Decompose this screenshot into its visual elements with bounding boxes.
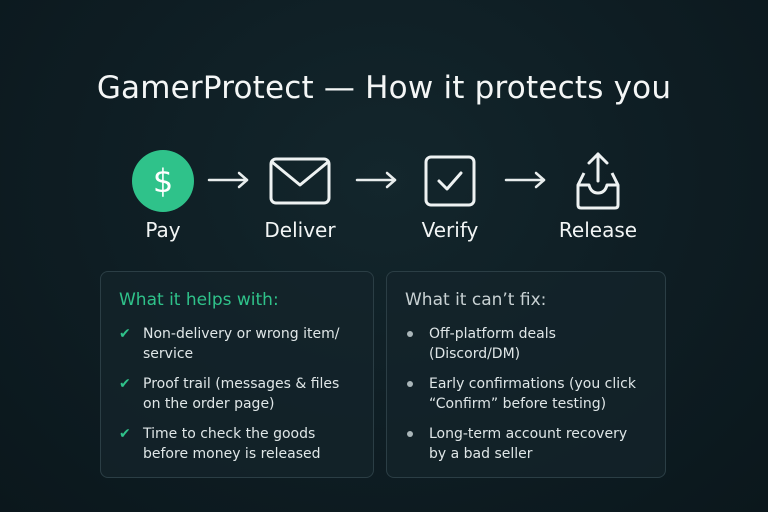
- bullet-dot-icon: [407, 331, 413, 337]
- dollar-glyph: $: [153, 162, 173, 200]
- step-label-pay: Pay: [145, 218, 181, 242]
- list-item-text: Proof trail (messages & files on the ord…: [143, 376, 340, 412]
- list-item-text: Long-term account recovery by a bad sell…: [429, 426, 628, 462]
- bullet-dot-icon: [407, 431, 413, 437]
- bullet-dot-icon: [407, 381, 413, 387]
- page-title: GamerProtect — How it protects you: [96, 70, 672, 106]
- step-verify: Verify: [390, 148, 510, 242]
- list-item: Off-platform deals (Discord/DM): [405, 324, 647, 364]
- checkmark-icon: ✔: [119, 426, 131, 442]
- cant-fix-card: What it can’t fix: Off-platform deals (D…: [386, 271, 666, 478]
- helps-with-card: What it helps with: ✔ Non-delivery or wr…: [100, 271, 374, 478]
- list-item: ✔ Time to check the goods before money i…: [119, 424, 355, 464]
- list-item-text: Non-delivery or wrong item/ service: [143, 326, 340, 362]
- checkmark-icon: ✔: [119, 326, 131, 342]
- step-deliver: Deliver: [240, 148, 360, 242]
- arrow-right-icon: [504, 171, 546, 189]
- cant-fix-list: Off-platform deals (Discord/DM) Early co…: [405, 324, 647, 464]
- list-item-text: Off-platform deals (Discord/DM): [429, 326, 556, 362]
- upload-tray-icon: [576, 152, 620, 210]
- step-pay: $ Pay: [103, 148, 223, 242]
- helps-with-heading: What it helps with:: [119, 290, 279, 310]
- step-release: Release: [538, 148, 658, 242]
- step-label-release: Release: [558, 218, 638, 242]
- step-label-verify: Verify: [421, 218, 479, 242]
- checkmark-icon: ✔: [119, 376, 131, 392]
- arrow-right-icon: [355, 171, 397, 189]
- list-item: Early confirmations (you click “Confirm”…: [405, 374, 647, 414]
- helps-with-list: ✔ Non-delivery or wrong item/ service ✔ …: [119, 324, 355, 464]
- arrow-right-icon: [207, 171, 249, 189]
- list-item-text: Early confirmations (you click “Confirm”…: [429, 376, 636, 412]
- checkbox-icon: [424, 155, 476, 207]
- list-item-text: Time to check the goods before money is …: [143, 426, 321, 462]
- step-label-deliver: Deliver: [264, 218, 336, 242]
- cant-fix-heading: What it can’t fix:: [405, 290, 547, 310]
- list-item: Long-term account recovery by a bad sell…: [405, 424, 647, 464]
- dollar-circle-icon: $: [132, 150, 194, 212]
- list-item: ✔ Proof trail (messages & files on the o…: [119, 374, 355, 414]
- list-item: ✔ Non-delivery or wrong item/ service: [119, 324, 355, 364]
- envelope-icon: [269, 157, 331, 205]
